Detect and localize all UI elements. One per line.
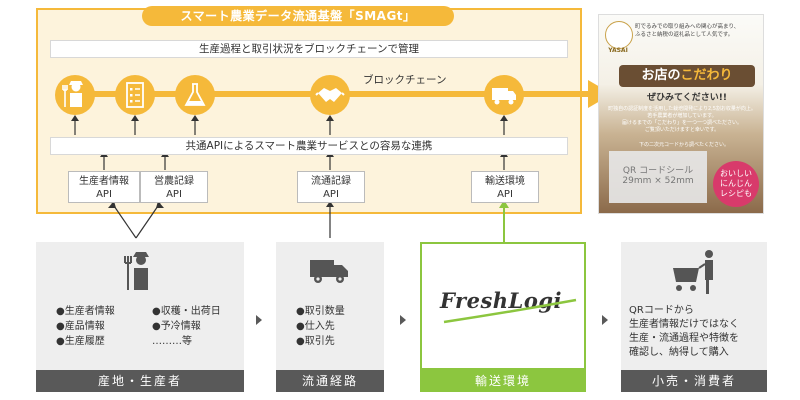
flow-arrow-1: [256, 315, 262, 325]
poster-body: 町独自の認証制度を活用した栽培開発により2,5割お収量が向上。 若手農業者が増加…: [607, 106, 757, 134]
blockchain-management-bar: 生産過程と取引状況をブロックチェーンで管理: [50, 40, 568, 58]
handshake-icon: [310, 75, 350, 115]
qr-code-placeholder: QR コードシール 29mm × 52mm: [609, 151, 707, 203]
consumer-panel: QRコードから 生産者情報だけではなく 生産・流通過程や特徴を 確認し、納得して…: [621, 242, 767, 370]
distribution-panel-label: 流通経路: [276, 370, 384, 392]
producer-item: ●生産者情報: [56, 306, 115, 317]
poster-subtitle: ぜひみてください!!: [647, 93, 727, 103]
transport-env-api: 輸送環境 API: [471, 171, 539, 203]
producer-panel-label: 産地・生産者: [36, 370, 244, 392]
farmer-icon: [55, 75, 95, 115]
distribution-item: ●取引先: [296, 336, 335, 347]
producer-items-col1: ●生産者情報 ●産品情報 ●生産履歴: [56, 304, 115, 349]
flow-arrow-3: [602, 315, 608, 325]
api-label: 流通記録: [311, 176, 351, 187]
poster-header-line: ふるさと納税の返礼品として人気です。: [635, 32, 734, 38]
consumer-text-line: QRコードから: [629, 305, 694, 316]
flask-icon: [175, 75, 215, 115]
consumer-text-line: 確認し、納得して購入: [629, 347, 729, 358]
poster-title: お店のこだわり: [619, 65, 755, 87]
qr-caption: 下の二次元コードから調べたください。: [638, 142, 729, 148]
flow-arrow-2: [400, 315, 406, 325]
poster-title-pre: お店の: [641, 68, 681, 83]
producer-item: ●産品情報: [56, 321, 105, 332]
platform-title: スマート農業データ流通基盤「SMAGt」: [142, 6, 454, 26]
producer-items-col2: ●収穫・出荷日 ●予冷情報 ………等: [152, 304, 221, 349]
api-label: 生産者情報: [79, 176, 129, 187]
common-api-bar: 共通APIによるスマート農業サービスとの容易な連携: [50, 137, 568, 155]
consumer-text-line: 生産・流通過程や特徴を: [629, 333, 739, 344]
api-label: 輸送環境: [485, 176, 525, 187]
poster-body-line: 町独自の認証制度を活用した栽培開発により2,5割お収量が向上。: [608, 106, 756, 112]
freshlogi-swoosh: [443, 298, 577, 324]
distribution-panel: ●取引数量 ●仕入先 ●取引先: [276, 242, 384, 370]
consumer-text-line: 生産者情報だけではなく: [629, 319, 739, 330]
brand-name: YASAI: [608, 47, 628, 54]
producer-item: ………等: [152, 336, 192, 347]
badge-line: レシピも: [720, 189, 752, 198]
qr-placeholder-line: QR コードシール: [622, 166, 694, 176]
poster-header-line: 町でるみでの取り組みへの関心が高まり、: [635, 24, 740, 30]
producer-item: ●収穫・出荷日: [152, 306, 221, 317]
truck-icon: [484, 75, 524, 115]
producer-item: ●生産履歴: [56, 336, 105, 347]
recipe-badge: おいしい にんじん レシピも: [713, 161, 759, 207]
checklist-icon: [115, 75, 155, 115]
poster-body-line: ご覧頂いただけますと幸いです。: [644, 127, 720, 133]
poster-body-line: 届けるまでの「こだわり」を一つ一つ調べたださい。: [621, 120, 742, 126]
poster-title-highlight: こだわり: [680, 68, 733, 83]
producer-info-api: 生産者情報 API: [68, 171, 140, 203]
brand-logo: [605, 21, 633, 49]
farmer-icon: [124, 252, 149, 290]
api-label: 営農記録: [154, 176, 194, 187]
poster-body-line: 若手農業者が増加しています。: [647, 113, 717, 119]
distribution-item: ●取引数量: [296, 306, 345, 317]
truck-icon: [310, 260, 348, 283]
farming-record-api: 営農記録 API: [140, 171, 208, 203]
api-suffix: API: [497, 189, 513, 200]
product-poster: YASAI 町でるみでの取り組みへの関心が高まり、 ふるさと納税の返礼品として人…: [598, 14, 764, 214]
badge-line: にんじん: [720, 179, 752, 188]
transport-panel: FreshLogi: [420, 242, 586, 370]
consumer-text: QRコードから 生産者情報だけではなく 生産・流通過程や特徴を 確認し、納得して…: [629, 304, 765, 360]
api-suffix: API: [166, 189, 182, 200]
badge-line: おいしい: [720, 169, 752, 178]
producer-panel: ●生産者情報 ●産品情報 ●生産履歴 ●収穫・出荷日 ●予冷情報 ………等: [36, 242, 244, 370]
distribution-item: ●仕入先: [296, 321, 335, 332]
transport-panel-label: 輸送環境: [420, 370, 586, 392]
shopping-cart-icon: [673, 250, 713, 294]
qr-placeholder-size: 29mm × 52mm: [622, 176, 694, 186]
api-suffix: API: [323, 189, 339, 200]
consumer-panel-label: 小売・消費者: [621, 370, 767, 392]
api-suffix: API: [96, 189, 112, 200]
freshlogi-logo: FreshLogi: [440, 288, 562, 313]
poster-header-text: 町でるみでの取り組みへの関心が高まり、 ふるさと納税の返礼品として人気です。: [635, 23, 761, 39]
producer-item: ●予冷情報: [152, 321, 201, 332]
blockchain-label: ブロックチェーン: [363, 74, 447, 86]
distribution-items: ●取引数量 ●仕入先 ●取引先: [296, 304, 345, 349]
distribution-record-api: 流通記録 API: [297, 171, 365, 203]
